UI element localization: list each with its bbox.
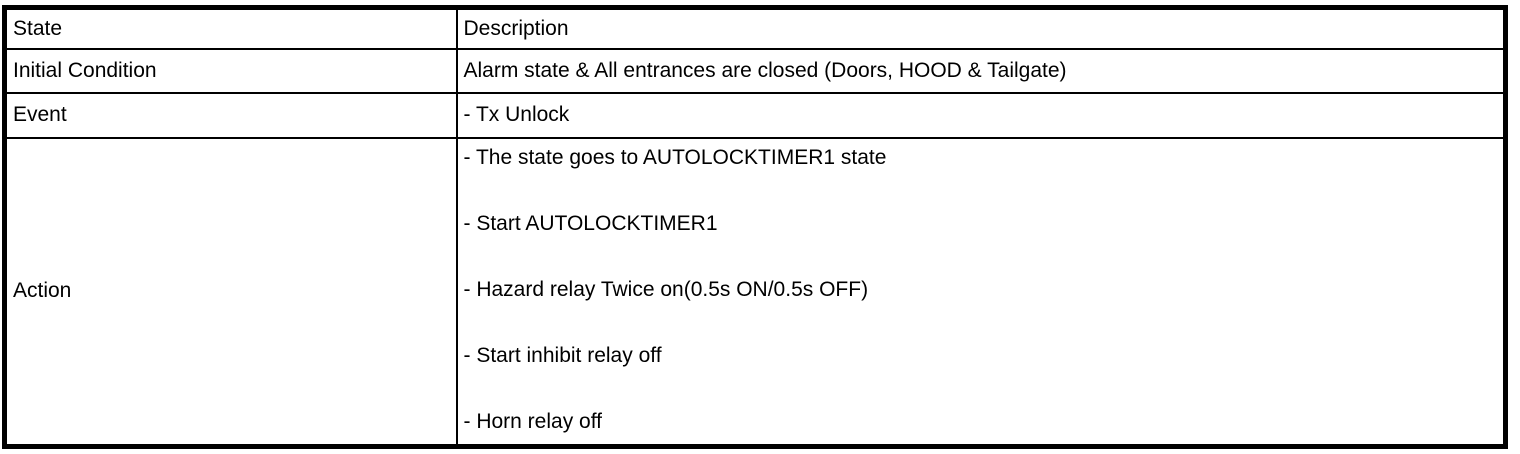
table-header-row: State Description bbox=[3, 6, 1507, 50]
action-line-5: - Horn relay off bbox=[463, 409, 603, 433]
column-header-description: Description bbox=[455, 6, 1507, 50]
column-header-state: State bbox=[3, 6, 458, 50]
state-cell-action: Action bbox=[3, 136, 458, 448]
table-row-initial-condition: Initial Condition Alarm state & All entr… bbox=[3, 47, 1507, 94]
table-row-action: Action - The state goes to AUTOLOCKTIMER… bbox=[3, 136, 1507, 448]
description-cell-action: - The state goes to AUTOLOCKTIMER1 state… bbox=[455, 136, 1507, 448]
description-cell-event: - Tx Unlock bbox=[455, 91, 1507, 139]
action-line-4: - Start inhibit relay off bbox=[463, 343, 662, 367]
table-row-event: Event - Tx Unlock bbox=[3, 91, 1507, 139]
state-cell-event: Event bbox=[3, 91, 458, 139]
action-line-3: - Hazard relay Twice on(0.5s ON/0.5s OFF… bbox=[463, 277, 869, 301]
description-cell-initial-condition: Alarm state & All entrances are closed (… bbox=[455, 47, 1507, 94]
action-line-1: - The state goes to AUTOLOCKTIMER1 state bbox=[463, 145, 887, 169]
action-line-2: - Start AUTOLOCKTIMER1 bbox=[463, 211, 718, 235]
state-cell-initial-condition: Initial Condition bbox=[3, 47, 458, 94]
state-description-table: State Description Initial Condition Alar… bbox=[2, 5, 1508, 449]
